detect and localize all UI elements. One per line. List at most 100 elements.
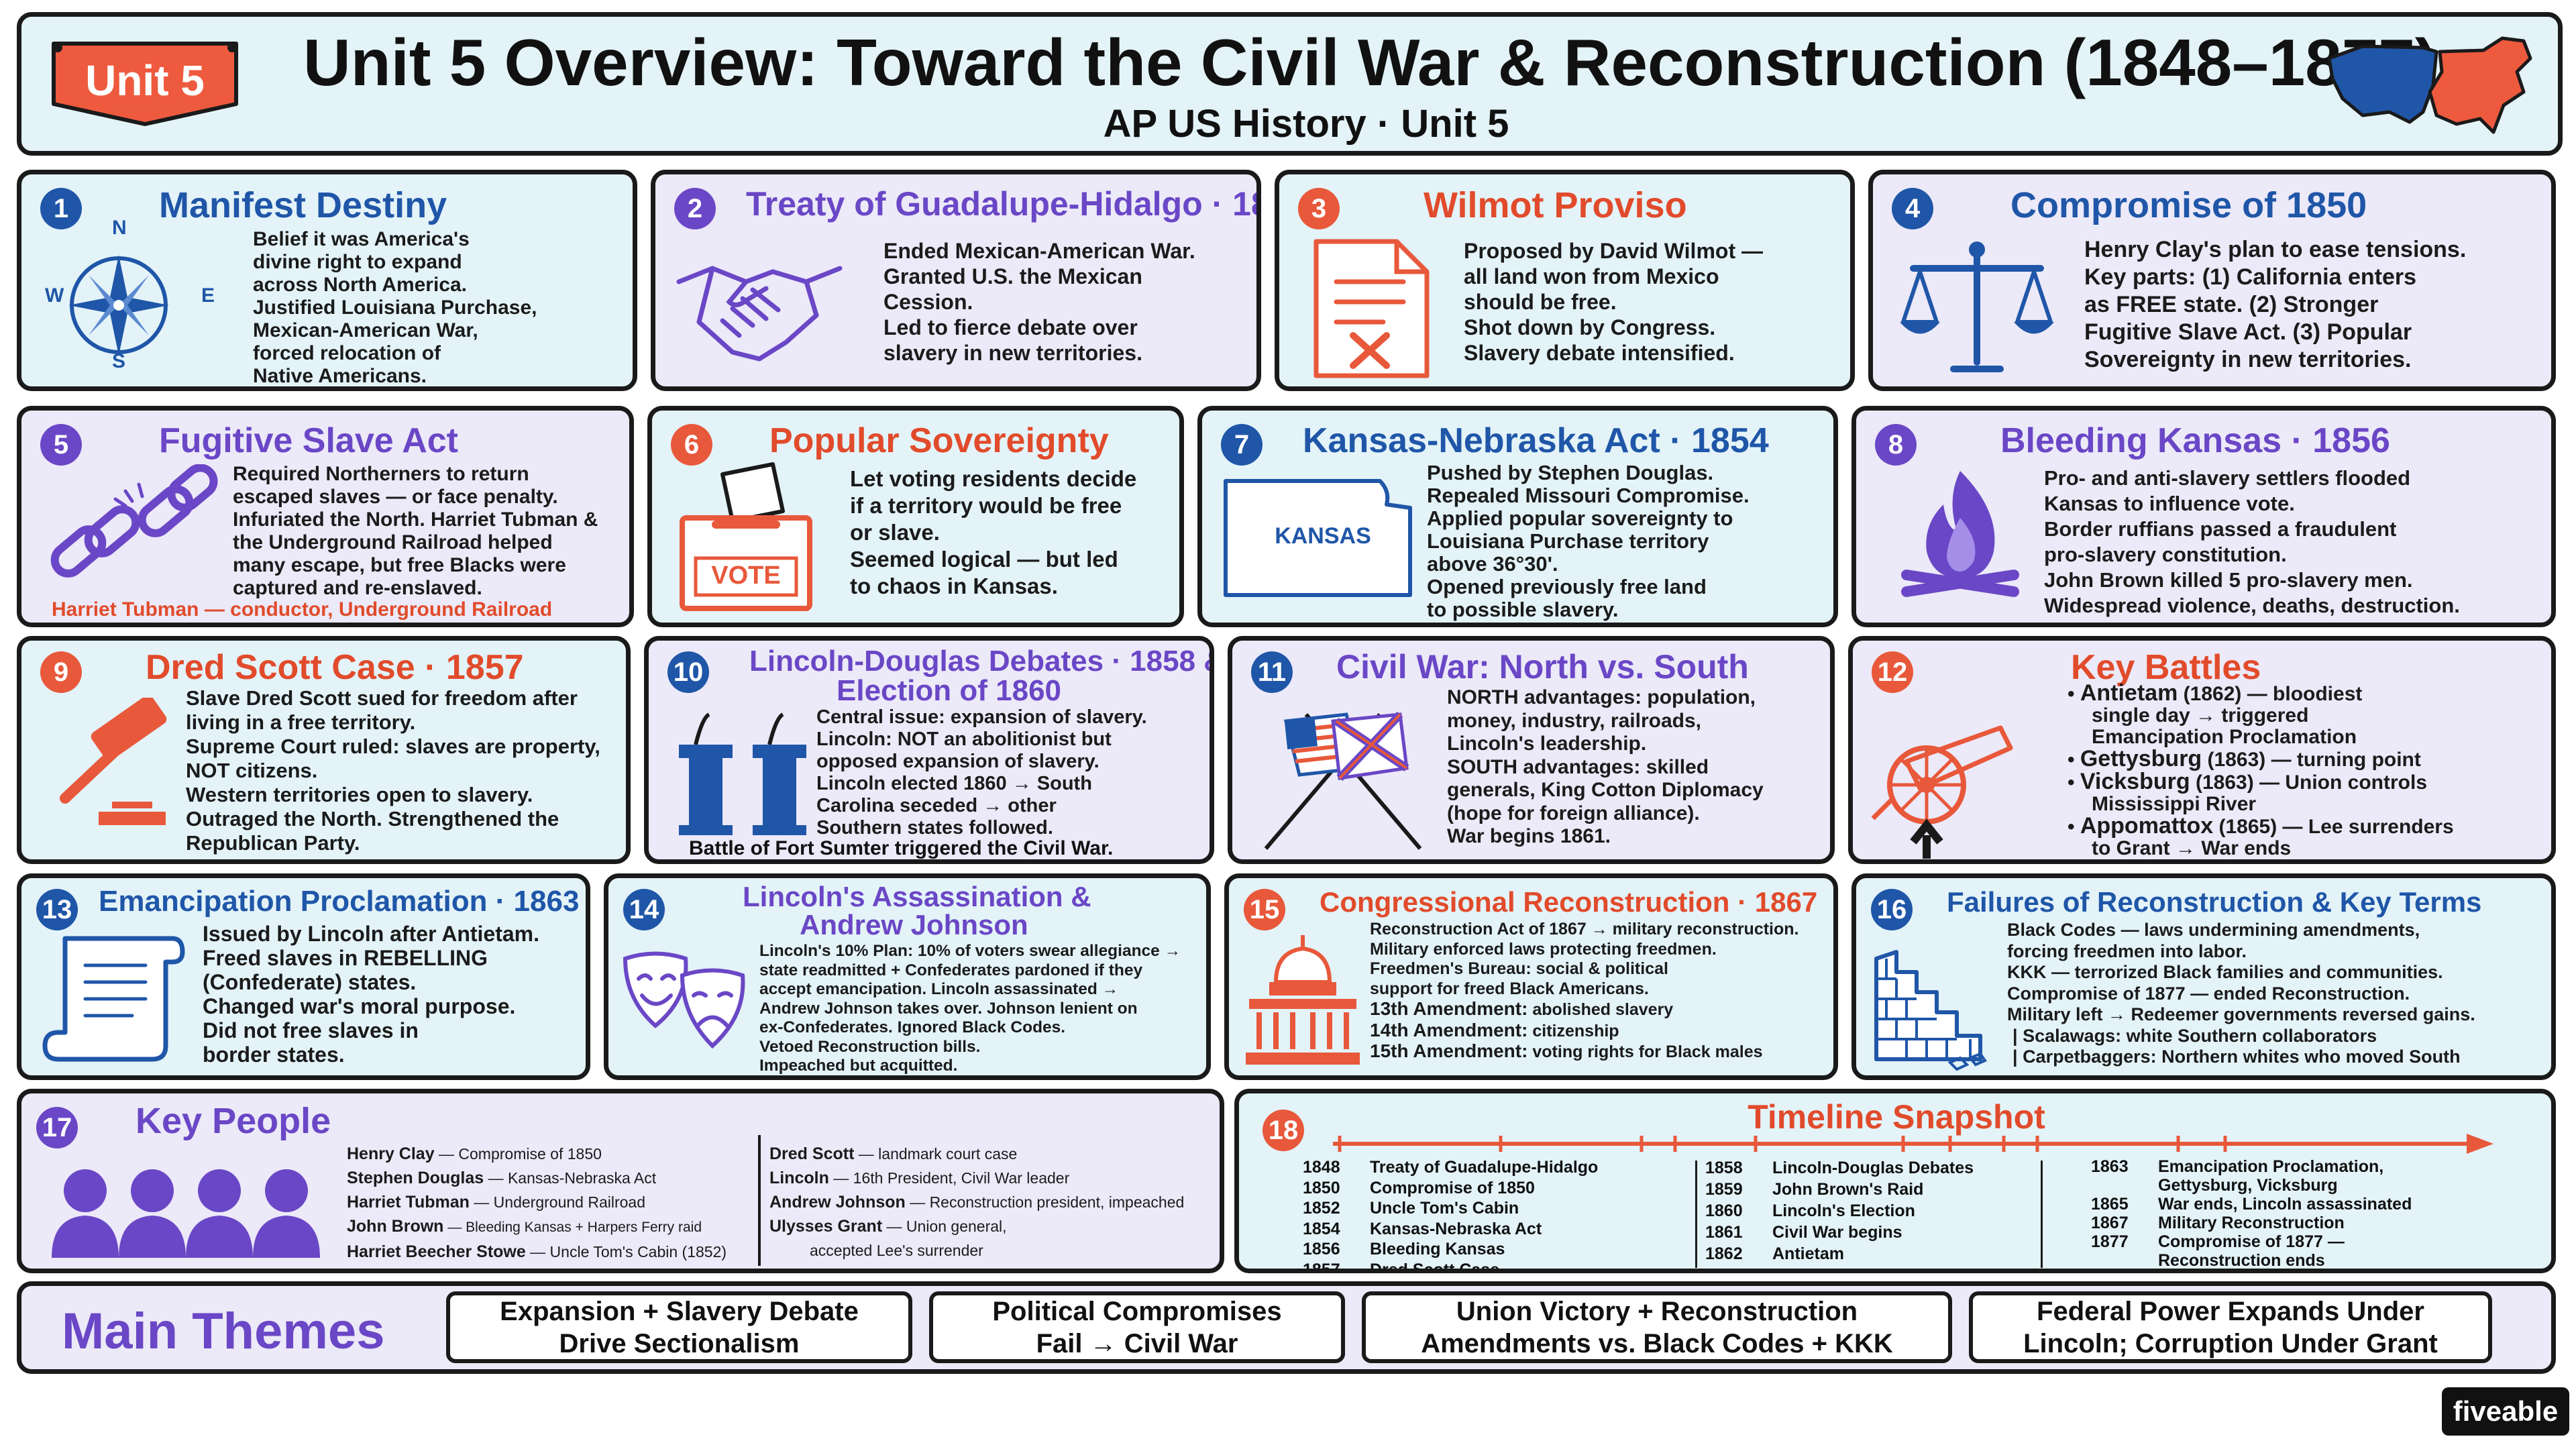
key-term-detail: white Southern collaborators [2121,1025,2377,1046]
section-13-number: 13 [36,889,78,930]
timeline-year: 1856 [1303,1240,1340,1258]
key-people-right: Dred Scott — landmark court case Lincoln… [769,1142,1184,1263]
people-group-icon [52,1169,320,1258]
battle-detail: (1862) — bloodiest [2178,683,2363,705]
section-3-line: Proposed by David Wilmot — [1464,239,1763,263]
section-1-line: Justified Louisiana Purchase, [253,297,537,319]
header-banner: Unit 5 Unit 5 Overview: Toward the Civil… [17,12,2563,156]
timeline-year: 1848 [1303,1158,1340,1177]
timeline-event: Compromise of 1850 [1370,1178,1535,1197]
section-18-title: Timeline Snapshot [1748,1098,2045,1136]
person-name: Ulysses Grant [769,1217,883,1236]
timeline-entry: Gettysburg, Vicksburg [2091,1176,2412,1195]
section-13-line: border states. [203,1042,345,1067]
section-8-line: Kansas to influence vote. [2044,492,2295,515]
section-1-line: Belief it was America's [253,228,470,250]
section-9-title: Dred Scott Case · 1857 [146,648,524,687]
theme-line: Union Victory + Reconstruction [1456,1296,1858,1326]
section-13-card: 13 Emancipation Proclamation · 1863 Issu… [17,873,590,1080]
section-15-title: Congressional Reconstruction · 1867 [1320,886,1818,918]
timeline-event: John Brown's Raid [1772,1180,1924,1199]
battle-name: Appomattox [2080,813,2214,839]
section-5-line: the Underground Railroad helped [233,531,553,553]
section-12-title: Key Battles [2071,648,2261,687]
timeline-year: 1859 [1705,1180,1743,1199]
section-9-line: living in a free territory. [186,710,416,734]
section-10-line: Carolina seceded → other [816,795,1057,816]
section-2-line: Ended Mexican-American War. [883,239,1195,263]
section-14-line: state readmitted + Confederates pardoned… [759,961,1143,979]
section-11-line: Lincoln's leadership. [1447,733,1647,755]
section-16-body: Black Codes — laws undermining amendment… [2007,920,2475,1068]
timeline-divider [2041,1161,2043,1268]
section-9-line: Western territories open to slavery. [186,783,533,806]
section-14-title-line2: Andrew Johnson [800,909,1028,941]
crumbling-wall-icon [1874,950,1988,1071]
timeline-event: Civil War begins [1772,1223,1902,1242]
section-4-line: Sovereignty in new territories. [2084,347,2412,372]
section-4-line: as FREE state. (2) Stronger [2084,292,2379,317]
section-15-line: Reconstruction Act of 1867 → military re… [1370,920,1799,938]
section-11-card: 11 Civil War: North vs. South NORTH adva… [1228,636,1835,864]
section-1-line: divine right to expand [253,251,462,273]
battle-name: Antietam [2080,680,2178,706]
section-14-line: Impeached but acquitted. [759,1057,958,1075]
campfire-icon [1901,471,2019,597]
section-11-body: NORTH advantages: population, money, ind… [1447,686,1764,849]
theater-masks-icon [623,951,745,1049]
section-14-card: 14 Lincoln's Assassination & Andrew John… [604,873,1211,1080]
section-10-line: Lincoln elected 1860 → South [816,773,1092,794]
section-8-card: 8 Bleeding Kansas · 1856 Pro- and anti-s… [1851,406,2556,627]
section-12-number: 12 [1872,651,1913,693]
section-1-line: across North America. [253,274,468,296]
section-16-card: 16 Failures of Reconstruction & Key Term… [1851,873,2556,1080]
battle-item: • Gettysburg (1863) — turning point [2068,746,2421,771]
section-8-line: Pro- and anti-slavery settlers flooded [2044,466,2411,490]
section-6-line: to chaos in Kansas. [850,574,1058,598]
section-5-body: Required Northerners to return escaped s… [233,463,598,600]
section-15-line: support for freed Black Americans. [1370,979,1649,998]
theme-line: Amendments vs. Black Codes + KKK [1421,1328,1893,1358]
theme-line: Lincoln; Corruption Under Grant [2023,1328,2438,1358]
section-13-line: Issued by Lincoln after Antietam. [203,922,540,946]
section-11-line: generals, King Cotton Diplomacy [1447,779,1764,801]
section-17-title: Key People [136,1101,331,1141]
section-8-number: 8 [1875,424,1917,466]
person-desc-cont: accepted Lee's surrender [810,1242,983,1259]
section-2-number: 2 [674,188,716,229]
timeline-year: 1854 [1303,1219,1340,1238]
fiveable-logo: fiveable [2442,1387,2569,1436]
compass-north-label: N [112,217,127,239]
section-1-body: Belief it was America's divine right to … [253,228,537,386]
timeline-event: Uncle Tom's Cabin [1370,1199,1519,1218]
timeline-event: Bleeding Kansas [1370,1240,1505,1258]
timeline-entry: 1850 Compromise of 1850 [1303,1178,1598,1199]
timeline-entry: 1856 Bleeding Kansas [1303,1239,1598,1260]
person-name: Harriet Tubman [347,1193,470,1212]
timeline-event: War ends, Lincoln assassinated [2158,1195,2412,1214]
timeline-year: 1850 [1303,1178,1340,1197]
section-11-line: NORTH advantages: population, [1447,686,1756,708]
section-5-title: Fugitive Slave Act [159,421,458,460]
section-16-line: Black Codes — laws undermining amendment… [2007,920,2420,940]
section-1-line: Mexican-American War, [253,319,478,341]
timeline-year: 1858 [1705,1159,1743,1177]
person-desc: — Compromise of 1850 [434,1145,602,1163]
section-17-number: 17 [36,1107,78,1148]
section-8-title: Bleeding Kansas · 1856 [2000,421,2390,460]
theme-line: Political Compromises [992,1296,1282,1326]
person-desc: — Underground Railroad [469,1193,645,1211]
section-9-line: NOT citizens. [186,759,318,782]
section-10-number: 10 [667,651,709,693]
amendment-detail: citizenship [1527,1021,1619,1040]
amendment-detail: abolished slavery [1527,1000,1674,1019]
main-themes-label: Main Themes [62,1303,385,1360]
section-8-body: Pro- and anti-slavery settlers flooded K… [2044,466,2460,619]
section-6-line: or slave. [850,520,940,545]
